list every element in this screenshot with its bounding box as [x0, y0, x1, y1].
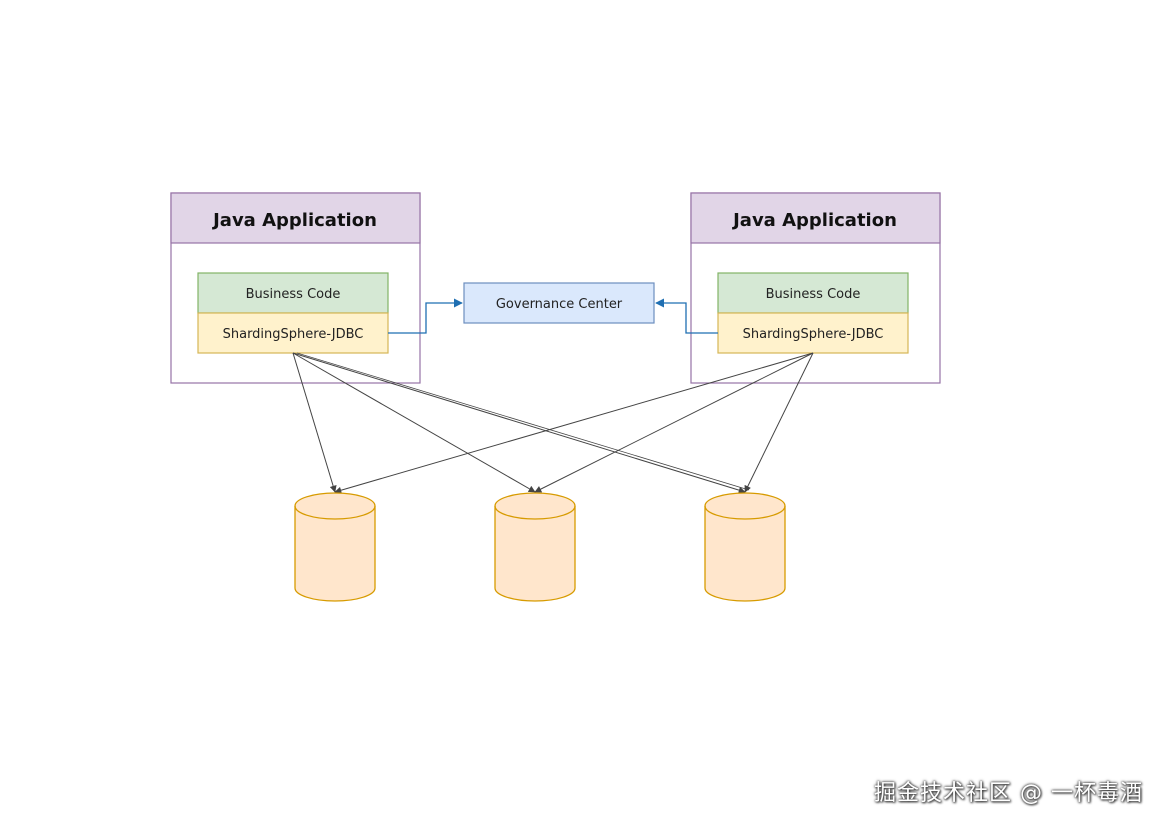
jdbc-label: ShardingSphere-JDBC: [223, 327, 364, 342]
watermark: 掘金技术社区 @ 一杯毒酒: [874, 781, 1143, 806]
app-title: Java Application: [211, 210, 377, 231]
database-3: [704, 492, 786, 602]
database-rim: [704, 505, 786, 520]
database-rim: [494, 505, 576, 520]
business-code-box: [717, 272, 909, 314]
database-icon: [704, 492, 786, 602]
edge-right-to-db2: [534, 352, 814, 493]
governance-box: [463, 282, 655, 324]
jdbc-label: ShardingSphere-JDBC: [743, 327, 884, 342]
database-icon: [294, 492, 376, 602]
edge-right-to-db3: [744, 352, 814, 493]
app-title: Java Application: [731, 210, 897, 231]
governance-label: Governance Center: [496, 297, 623, 312]
database-1: [294, 492, 376, 602]
jdbc-box: [197, 312, 389, 354]
edge-left-jdbc-to-governance: [388, 298, 463, 334]
database-2: [494, 492, 576, 602]
edge-left-to-db1: [292, 352, 337, 493]
java-application-right: Java Application Business Code ShardingS…: [690, 192, 941, 384]
edge-right-jdbc-to-governance: [655, 298, 718, 334]
edge-right-to-db1: [334, 352, 814, 494]
edge-left-to-db3: [292, 352, 746, 494]
java-application-left: Java Application Business Code ShardingS…: [170, 192, 421, 384]
edge-left-to-db2: [292, 352, 536, 493]
business-code-label: Business Code: [246, 287, 341, 302]
jdbc-box: [717, 312, 909, 354]
database-rim: [294, 505, 376, 520]
business-code-box: [197, 272, 389, 314]
governance-center: Governance Center: [463, 282, 655, 324]
app-header: [690, 192, 941, 244]
business-code-label: Business Code: [766, 287, 861, 302]
database-icon: [494, 492, 576, 602]
app-header: [170, 192, 421, 244]
edge-left-to-db3-alt: [296, 352, 750, 491]
